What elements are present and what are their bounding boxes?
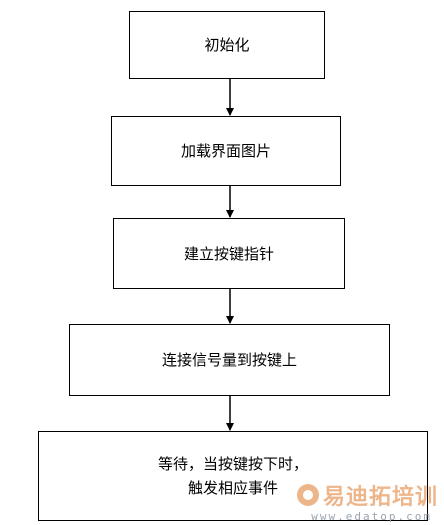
step-label: 加载界面图片 <box>180 142 271 160</box>
step-label: 初始化 <box>204 36 250 54</box>
logo-icon <box>296 484 319 506</box>
step-label-group: 等待，当按键按下时， 触发相应事件 <box>158 452 308 500</box>
step-initialize: 初始化 <box>129 11 325 79</box>
step-label-line-2: 触发相应事件 <box>187 479 278 497</box>
step-connect-signals: 连接信号量到按键上 <box>69 324 390 396</box>
step-create-button-pointers: 建立按键指针 <box>113 218 345 289</box>
step-label: 连接信号量到按键上 <box>161 351 297 369</box>
step-label-line-1: 等待，当按键按下时， <box>157 455 308 473</box>
watermark-logo: 易迪拓培训 <box>296 479 438 511</box>
watermark-brand: 易迪拓培训 <box>322 485 438 510</box>
step-label: 建立按键指针 <box>183 244 274 263</box>
watermark-url: www.edatop.com <box>311 510 432 523</box>
step-load-ui-images: 加载界面图片 <box>111 116 341 186</box>
step-wait-trigger-event: 等待，当按键按下时， 触发相应事件 <box>38 431 428 521</box>
